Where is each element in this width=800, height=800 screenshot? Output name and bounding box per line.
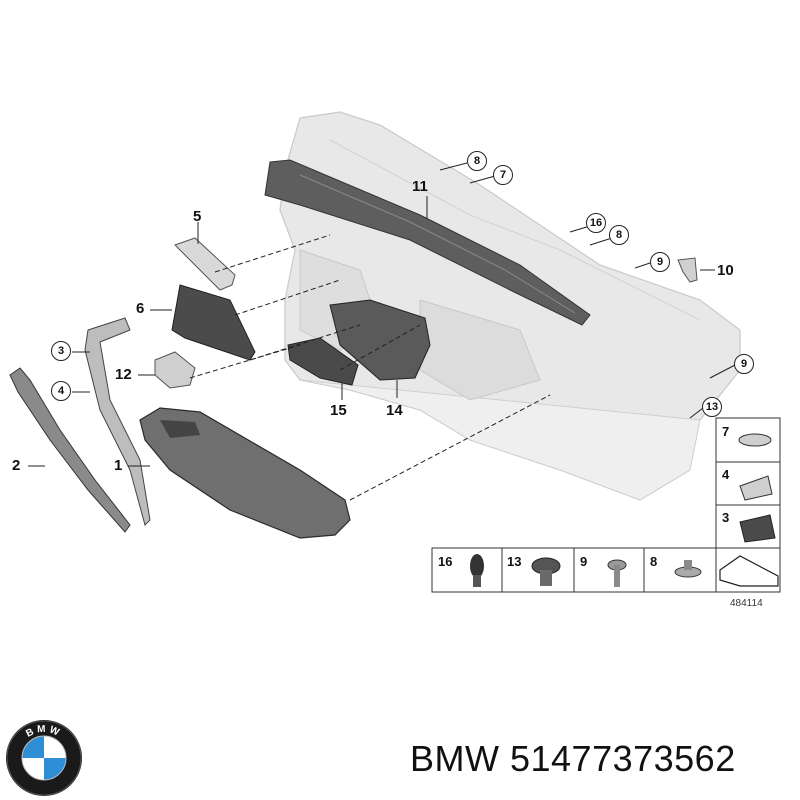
label-part-10: 10: [717, 262, 734, 279]
fastener-cell-4: 4: [722, 467, 730, 482]
grab-handle-rail: [84, 317, 151, 526]
leader-lines: [189, 234, 551, 501]
part-12-bracket: [154, 351, 196, 389]
callout-13: 13: [702, 397, 722, 417]
part-14-switch-block: [329, 299, 431, 381]
fastener-cell-8: 8: [650, 554, 658, 569]
fastener-cell-9: 9: [580, 554, 588, 569]
label-part-14: 14: [386, 402, 403, 419]
label-part-5: 5: [193, 208, 202, 225]
part-1-armrest: [139, 407, 351, 539]
part-2-trim-bar: [9, 367, 131, 533]
fastener-cell-3: 3: [722, 510, 730, 525]
label-part-12: 12: [115, 366, 132, 383]
fastener-cell-13: 13: [507, 554, 522, 569]
part-6-speaker-trim: [171, 284, 256, 361]
fastener-cell-7: 7: [722, 424, 730, 439]
part-10-clip: [677, 257, 698, 283]
callout-7-top: 7: [493, 165, 513, 185]
fastener-legend: [431, 417, 781, 593]
part-number-caption: BMW 51477373562: [410, 738, 736, 779]
callout-8-top: 8: [467, 151, 487, 171]
part-5-cover: [174, 237, 236, 291]
callout-3: 3: [51, 341, 71, 361]
fastener-cell-16: 16: [438, 554, 453, 569]
diagram-number: 484114: [730, 598, 763, 609]
callout-9-bottom: 9: [734, 354, 754, 374]
label-part-6: 6: [136, 300, 145, 317]
label-part-15: 15: [330, 402, 347, 419]
callout-16: 16: [586, 213, 606, 233]
part-11-trim-strip: [264, 159, 591, 326]
label-part-1: 1: [114, 457, 123, 474]
callout-4: 4: [51, 381, 71, 401]
fastener-icons: [470, 433, 779, 587]
callout-9-top: 9: [650, 252, 670, 272]
label-part-2: 2: [12, 457, 21, 474]
svg-text:BMW: BMW: [24, 724, 63, 740]
bmw-logo: BMW: [6, 720, 82, 796]
callout-8-mid: 8: [609, 225, 629, 245]
label-part-11: 11: [412, 178, 428, 195]
